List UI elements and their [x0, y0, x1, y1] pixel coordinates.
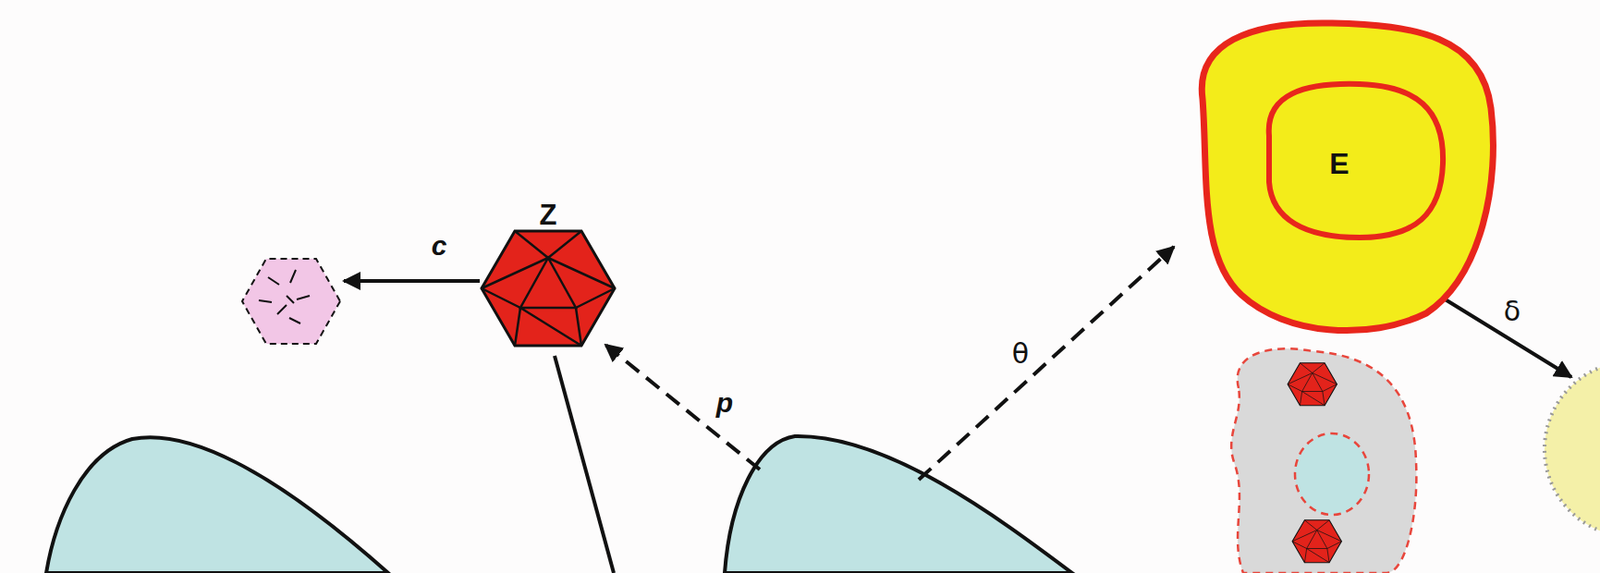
node-letter: E — [1329, 146, 1349, 182]
dying-cell — [1544, 361, 1600, 538]
rate-label: δ — [1503, 294, 1521, 328]
virion-node: Z — [478, 219, 618, 358]
degraded-virion-fragments — [258, 269, 310, 324]
infection-arrow — [918, 246, 1174, 480]
production-arrow — [605, 344, 760, 470]
rate-label: p — [716, 387, 733, 419]
rate-label: c — [431, 230, 448, 262]
host-cell — [46, 437, 389, 573]
clearance-arrow — [343, 279, 480, 283]
infected-cell — [724, 436, 1073, 573]
capsid-facets — [481, 231, 615, 346]
cell-nucleus — [1269, 84, 1443, 238]
rate-label: θ — [1012, 337, 1029, 370]
cell-membrane — [1201, 23, 1493, 331]
virion — [1287, 363, 1337, 406]
virion-shape — [478, 219, 618, 358]
cell-nucleus — [1294, 433, 1369, 515]
virus-producing-cell — [1231, 348, 1417, 573]
degraded-virion — [242, 258, 341, 344]
virion-capsid — [481, 231, 615, 346]
node-letter: Z — [539, 198, 558, 233]
virion-stalk — [554, 355, 614, 573]
virion — [1292, 520, 1342, 563]
effector-cell-node: E — [1184, 15, 1501, 342]
